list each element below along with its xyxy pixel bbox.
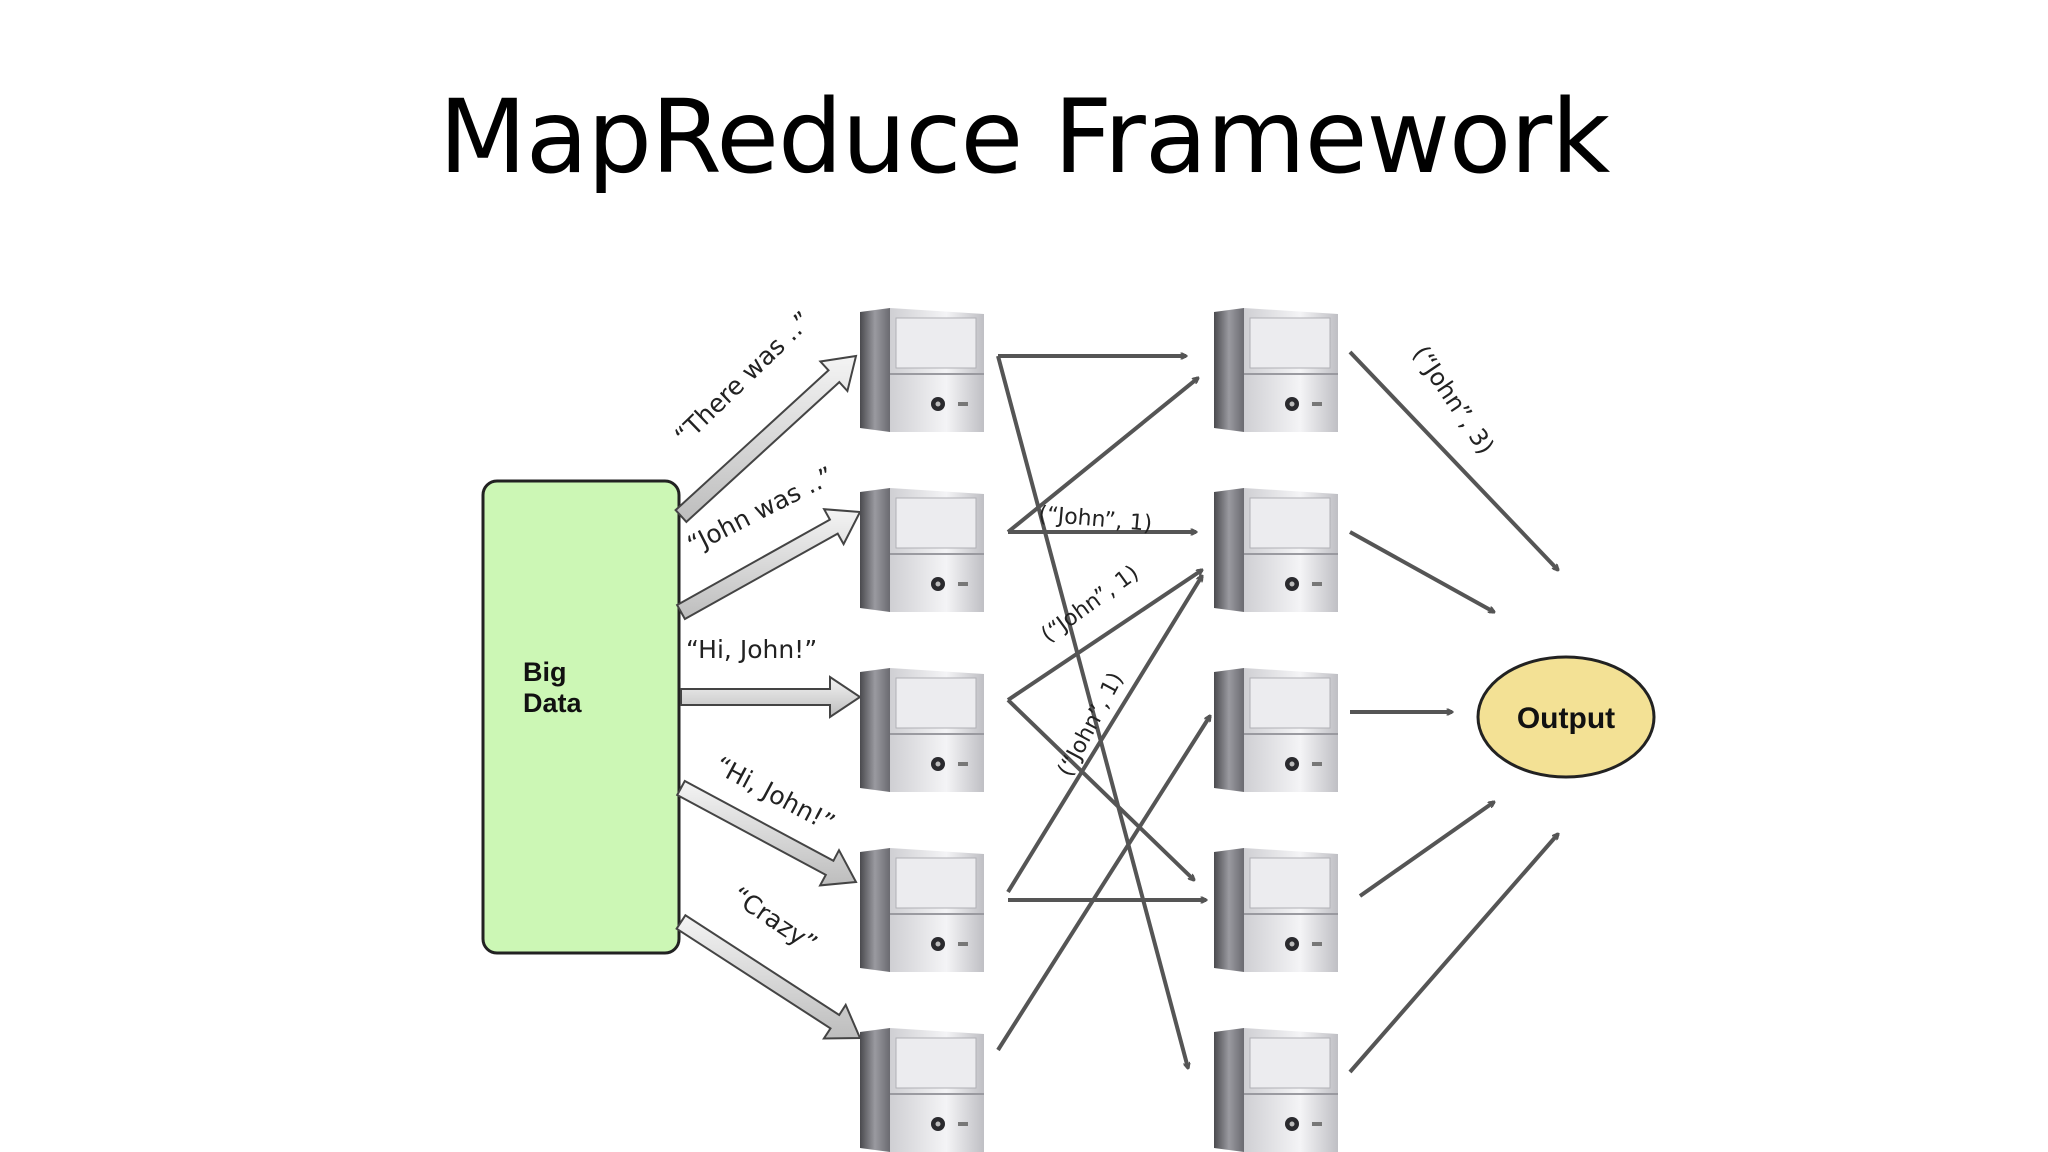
split-arrow-3 bbox=[680, 675, 862, 719]
server-tower-icon bbox=[860, 1028, 984, 1152]
shuffle-arrow-9 bbox=[996, 716, 1210, 1052]
pair-label-3: (“John”, 1) bbox=[1053, 669, 1129, 781]
pair-label-2: (“John”, 1) bbox=[1037, 561, 1144, 648]
output-arrow-5 bbox=[1348, 834, 1558, 1074]
split-label-1: “There was ..” bbox=[669, 306, 817, 451]
mapper-column bbox=[860, 308, 984, 1152]
output-arrows bbox=[1348, 350, 1558, 1074]
big-data-label-line1: Big bbox=[523, 657, 567, 687]
big-data-label-line2: Data bbox=[523, 688, 583, 718]
server-tower-icon bbox=[1214, 308, 1338, 432]
output-arrow-1 bbox=[1348, 350, 1558, 570]
shuffle-arrow-3 bbox=[1006, 378, 1198, 534]
page-title: MapReduce Framework bbox=[438, 78, 1611, 197]
shuffle-arrow-6 bbox=[1006, 698, 1194, 880]
output-arrow-2 bbox=[1349, 530, 1494, 614]
shuffle-arrow-2 bbox=[996, 355, 1188, 1068]
server-tower-icon bbox=[1214, 668, 1338, 792]
split-arrow-5 bbox=[675, 913, 862, 1040]
shuffle-arrow-5 bbox=[1006, 570, 1202, 702]
shuffle-arrow-7 bbox=[1006, 576, 1202, 894]
split-arrow-2 bbox=[675, 508, 862, 621]
output-label: Output bbox=[1517, 702, 1615, 735]
server-tower-icon bbox=[860, 668, 984, 792]
split-arrows bbox=[674, 354, 862, 1040]
split-arrow-4 bbox=[675, 779, 858, 887]
reduced-label: (“John”, 3) bbox=[1407, 341, 1500, 460]
output-node: Output bbox=[1476, 655, 1656, 779]
shuffle-arrows bbox=[996, 355, 1210, 1068]
server-tower-icon bbox=[1214, 848, 1338, 972]
big-data-block: Big Data bbox=[481, 479, 681, 955]
server-tower-icon bbox=[1214, 1028, 1338, 1152]
server-tower-icon bbox=[860, 848, 984, 972]
split-label-3: “Hi, John!” bbox=[686, 635, 817, 664]
server-tower-icon bbox=[860, 308, 984, 432]
output-arrow-4 bbox=[1358, 802, 1494, 898]
reducer-column bbox=[1214, 308, 1338, 1152]
server-tower-icon bbox=[1214, 488, 1338, 612]
split-label-5: “Crazy” bbox=[727, 881, 823, 959]
server-tower-icon bbox=[860, 488, 984, 612]
split-label-4: “Hi, John!” bbox=[710, 751, 839, 838]
split-arrow-1 bbox=[674, 354, 858, 524]
